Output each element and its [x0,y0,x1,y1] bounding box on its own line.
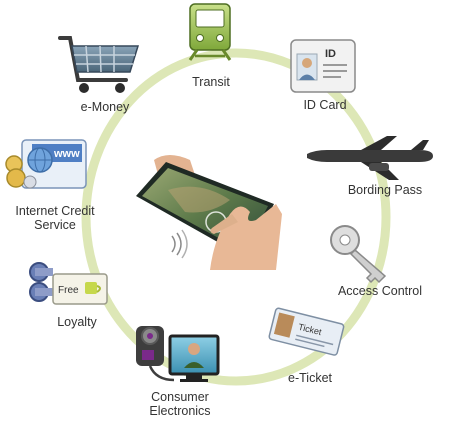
camera-monitor-icon [136,326,220,382]
ring [81,48,391,386]
key-icon [330,225,387,284]
label-internet-credit-service-line2: Service [34,218,76,232]
www-text: www [53,148,80,160]
label-internet-credit-service: Internet Credit Service [0,204,110,232]
id-card-id-text: ID [325,48,336,60]
id-card-icon: ID [290,39,356,93]
label-consumer-electronics: Consumer Electronics [130,390,230,418]
label-consumer-electronics-line2: Electronics [149,404,211,418]
label-id-card: ID Card [303,98,347,112]
ticket-icon: Ticket [268,307,345,356]
label-access-control: Access Control [337,284,423,298]
loyalty-card-icon: Free [29,262,108,305]
loyalty-free-text: Free [58,285,79,296]
label-transit: Transit [192,75,230,89]
tablet-in-hand-icon [136,155,282,270]
nfc-wave-icon [171,229,188,259]
airplane-icon [307,136,433,180]
shopping-cart-icon [58,36,140,93]
train-icon [188,3,232,61]
label-consumer-electronics-line1: Consumer [151,390,209,404]
label-internet-credit-service-line1: Internet Credit [15,204,95,218]
www-coins-icon: www [5,139,87,189]
label-boarding-pass: Bording Pass [347,183,423,197]
label-loyalty: Loyalty [57,315,97,329]
label-e-ticket: e-Ticket [288,371,332,385]
label-e-money: e-Money [80,100,130,114]
